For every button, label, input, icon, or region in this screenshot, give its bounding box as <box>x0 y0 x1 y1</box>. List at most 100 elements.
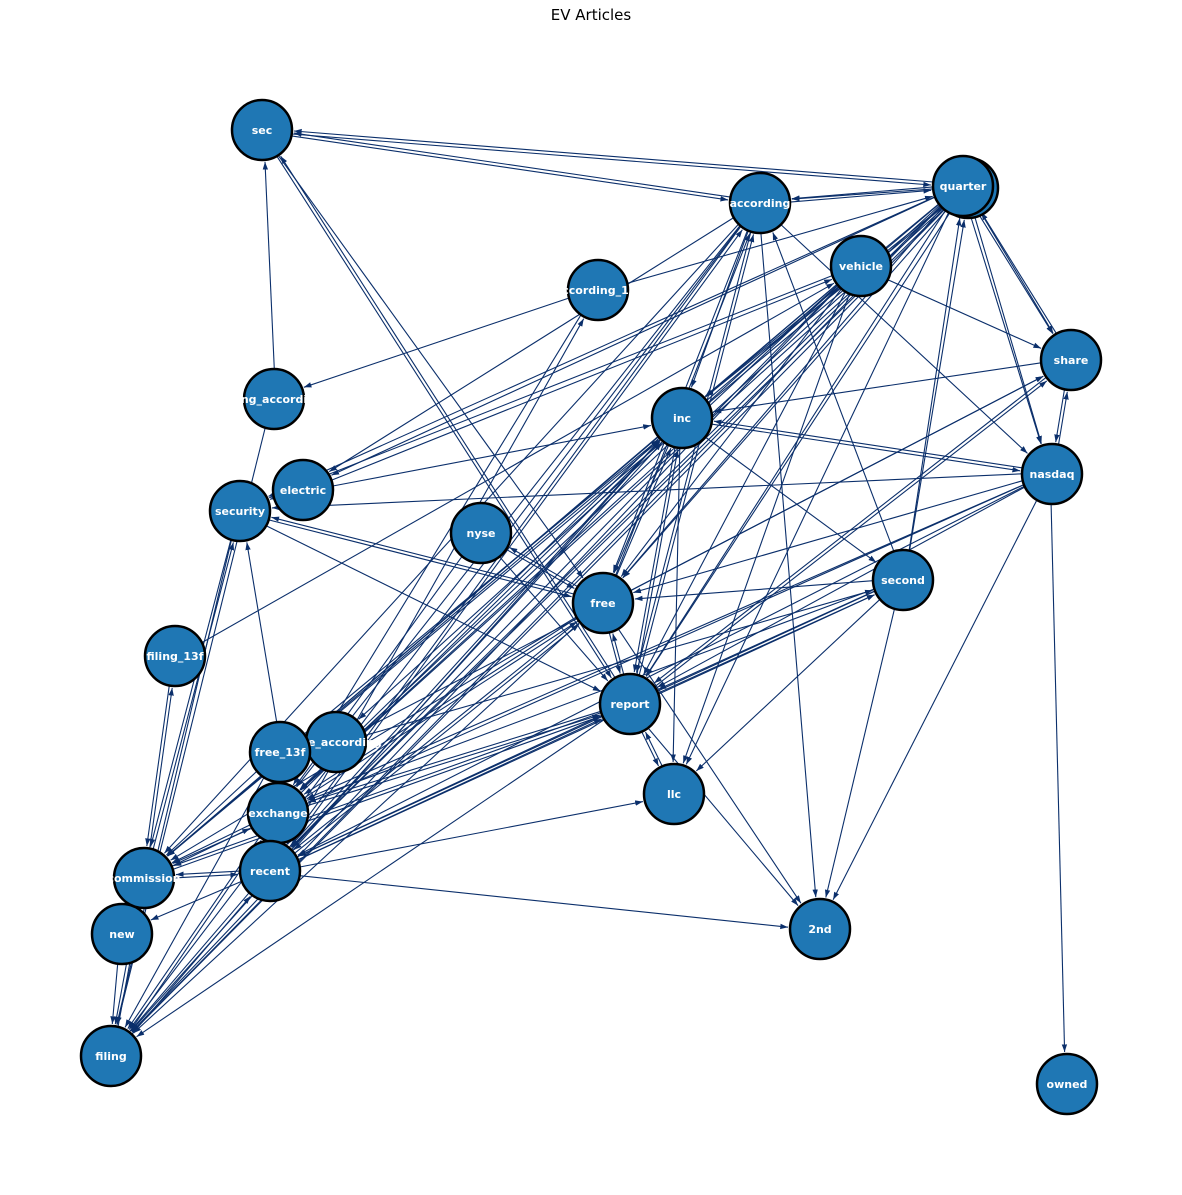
node-quarter[interactable]: quarter <box>931 154 995 218</box>
edge-free-to-nyse <box>509 547 579 588</box>
node-label-electric: electric <box>280 484 326 497</box>
node-circle-recent[interactable] <box>238 839 302 903</box>
node-layer: secaccording13fquartervehicleaccording_1… <box>79 98 1103 1116</box>
node-label-exchange: exchange <box>248 807 308 820</box>
node-commission[interactable]: commission <box>107 846 181 910</box>
edge-nyse-to-free <box>505 548 575 589</box>
node-label-report: report <box>611 698 650 711</box>
edge-according-to-report <box>635 231 752 673</box>
node-label-recent: recent <box>250 865 290 878</box>
node-according_13f[interactable]: according_13f <box>555 258 642 322</box>
edge-recent-to-2nd <box>299 875 789 930</box>
edge-free_according-to-share <box>363 375 1044 731</box>
edge-report-to-filing <box>136 719 605 1038</box>
edge-exchange-to-filing <box>127 836 261 1030</box>
node-circle-new[interactable] <box>90 902 154 966</box>
node-circle-filing_according[interactable] <box>242 367 306 431</box>
edge-commission-to-report <box>172 715 601 870</box>
edge-report-to-share <box>654 380 1048 688</box>
edge-vehicle-to-security <box>268 274 833 499</box>
edge-quarter-to-sec <box>293 128 934 183</box>
edge-report-to-inc <box>636 449 680 675</box>
node-circle-according_13f[interactable] <box>566 258 630 322</box>
edge-13f-to-recent <box>291 207 946 848</box>
node-circle-security[interactable] <box>208 479 272 543</box>
node-recent[interactable]: recent <box>238 839 302 903</box>
node-label-nasdaq: nasdaq <box>1030 468 1075 481</box>
node-circle-second[interactable] <box>871 548 935 612</box>
edge-sec-to-according <box>291 135 729 202</box>
edge-commission-to-filing_13f <box>149 687 174 849</box>
edge-security-to-commission <box>149 539 232 847</box>
node-electric[interactable]: electric <box>271 458 335 522</box>
edge-recent-to-free <box>294 623 580 854</box>
edge-quarter-to-llc <box>685 212 950 765</box>
node-circle-llc[interactable] <box>642 762 706 826</box>
node-nyse[interactable]: nyse <box>449 501 513 565</box>
edge-electric-to-vehicle <box>331 278 833 481</box>
node-llc[interactable]: llc <box>642 762 706 826</box>
node-circle-filing[interactable] <box>79 1024 143 1088</box>
edge-free-to-security <box>271 516 575 595</box>
node-sec[interactable]: sec <box>230 98 294 162</box>
node-circle-share[interactable] <box>1039 328 1103 392</box>
node-owned[interactable]: owned <box>1035 1052 1099 1116</box>
edge-new-to-filing <box>110 963 119 1025</box>
edge-security-to-report <box>265 525 601 692</box>
node-label-vehicle: vehicle <box>839 260 883 273</box>
node-circle-sec[interactable] <box>230 98 294 162</box>
node-label-nyse: nyse <box>466 527 495 540</box>
node-label-according: according <box>730 197 791 210</box>
edge-inc-to-commission <box>166 435 659 857</box>
node-filing_13f[interactable]: filing_13f <box>143 624 207 688</box>
edge-free-to-commission <box>170 616 577 861</box>
edge-vehicle-to-share <box>887 279 1042 349</box>
node-circle-free[interactable] <box>571 571 635 635</box>
node-circle-according[interactable] <box>728 171 792 235</box>
node-filing[interactable]: filing <box>79 1024 143 1088</box>
edge-second-to-llc <box>695 598 881 772</box>
node-inc[interactable]: inc <box>650 386 714 450</box>
node-circle-commission[interactable] <box>112 846 176 910</box>
node-report[interactable]: report <box>598 672 662 736</box>
node-circle-owned[interactable] <box>1035 1052 1099 1116</box>
edge-free-to-2nd <box>617 628 802 904</box>
node-label-filing_according: filing_according <box>225 393 323 406</box>
node-filing_according[interactable]: filing_according <box>225 367 323 431</box>
node-circle-nasdaq[interactable] <box>1020 442 1084 506</box>
node-exchange[interactable]: exchange <box>246 781 310 845</box>
edge-recent-to-report <box>297 718 602 861</box>
edge-nasdaq-to-exchange <box>306 484 1025 800</box>
edge-according-to-exchange <box>296 225 741 788</box>
node-according[interactable]: according <box>728 171 792 235</box>
node-free[interactable]: free <box>571 571 635 635</box>
node-vehicle[interactable]: vehicle <box>829 234 893 298</box>
node-free_13f[interactable]: free_13f <box>248 720 312 784</box>
node-circle-filing_13f[interactable] <box>143 624 207 688</box>
node-2nd[interactable]: 2nd <box>788 897 852 961</box>
edge-second-to-according <box>772 232 895 552</box>
node-nasdaq[interactable]: nasdaq <box>1020 442 1084 506</box>
node-circle-nyse[interactable] <box>449 501 513 565</box>
edge-inc-to-nasdaq <box>711 423 1021 473</box>
edge-13f-to-report <box>645 211 951 677</box>
edge-according-to-sec <box>293 131 731 198</box>
node-second[interactable]: second <box>871 548 935 612</box>
node-circle-electric[interactable] <box>271 458 335 522</box>
edge-free_13f-to-commission <box>166 770 258 856</box>
node-circle-report[interactable] <box>598 672 662 736</box>
edge-13f-to-share <box>981 214 1054 334</box>
edge-filing_according-to-sec <box>262 161 275 370</box>
node-share[interactable]: share <box>1039 328 1103 392</box>
node-security[interactable]: security <box>208 479 272 543</box>
node-circle-quarter[interactable] <box>931 154 995 218</box>
edge-recent-to-commission <box>175 870 241 877</box>
node-circle-vehicle[interactable] <box>829 234 893 298</box>
node-new[interactable]: new <box>90 902 154 966</box>
node-label-2nd: 2nd <box>808 923 831 936</box>
edge-share-to-inc <box>713 362 1042 414</box>
edge-13f-to-according <box>791 188 939 202</box>
node-circle-inc[interactable] <box>650 386 714 450</box>
edge-llc-to-report <box>645 731 663 767</box>
node-circle-2nd[interactable] <box>788 897 852 961</box>
